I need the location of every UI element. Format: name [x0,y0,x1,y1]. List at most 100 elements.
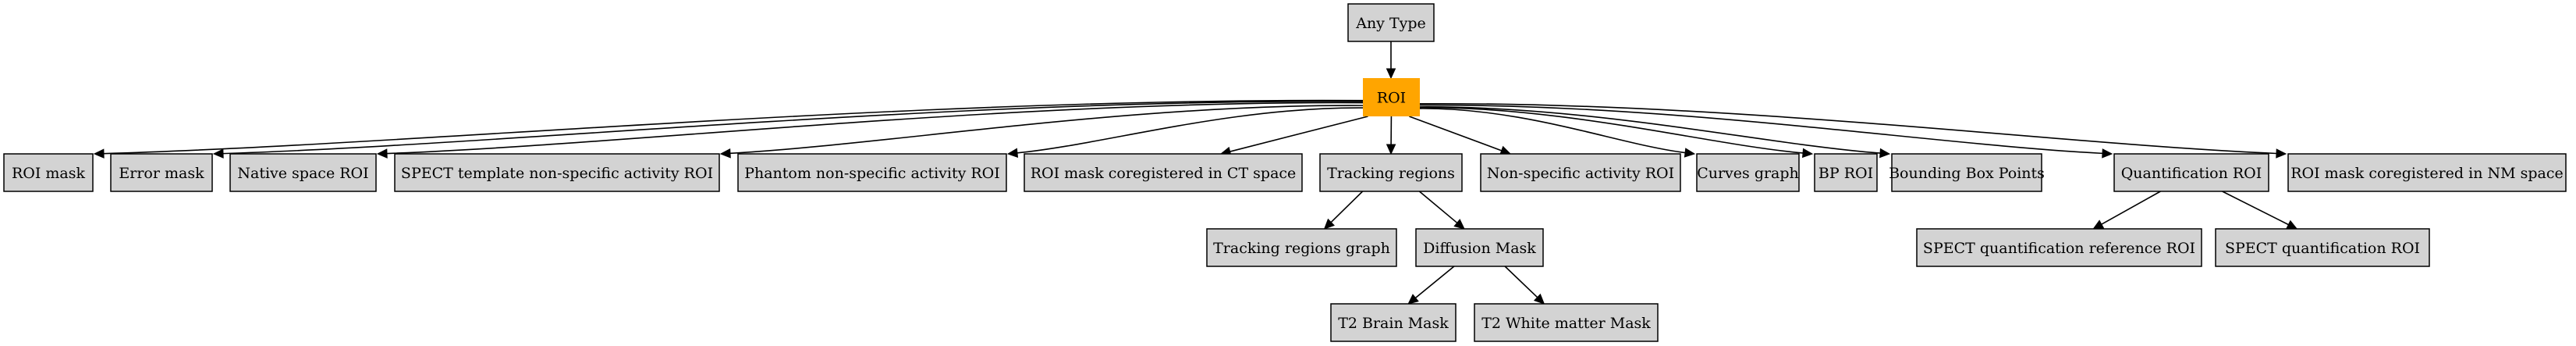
arrowhead [1323,218,1335,230]
node-box [1916,228,2202,267]
node-box [1814,153,1878,192]
node-tracking-regions[interactable]: Tracking regions [1319,153,1463,192]
node-phantom-nsa-roi[interactable]: Phantom non-specific activity ROI [737,153,1007,192]
node-box [2215,228,2430,267]
node-tracking-regions-graph[interactable]: Tracking regions graph [1206,228,1397,267]
node-label: Error mask [119,165,204,182]
arrowhead [1453,219,1465,230]
edge-any-type-to-roi [1386,41,1396,80]
node-quantification-roi[interactable]: Quantification ROI [2113,153,2269,192]
edge-tracking-regions-to-tracking-regions-graph [1323,191,1364,230]
node-box [1415,228,1544,267]
node-box [394,153,720,192]
node-box [1347,3,1435,42]
edge-roi-to-roi-mask [93,99,1364,159]
node-spect-template-nsa-roi[interactable]: SPECT template non-specific activity ROI [394,153,720,192]
node-t2-brain-mask[interactable]: T2 Brain Mask [1330,303,1457,342]
node-label: Bounding Box Points [1889,165,2045,182]
node-box [1363,78,1420,116]
edge-roi-to-bp-roi [1419,106,1814,159]
node-roi-mask[interactable]: ROI mask [3,153,94,192]
node-spect-quant-ref-roi[interactable]: SPECT quantification reference ROI [1916,228,2202,267]
arrowhead [2102,148,2113,159]
node-nsa-roi[interactable]: Non-specific activity ROI [1480,153,1681,192]
node-native-space-roi[interactable]: Native space ROI [229,153,377,192]
node-label: T2 White matter Mask [1481,315,1651,332]
node-roi[interactable]: ROI [1363,78,1420,116]
arrowhead [1006,148,1019,159]
node-box [2287,153,2567,192]
node-label: Curves graph [1697,165,1799,182]
edge-roi-to-phantom-nsa-roi [1006,107,1364,159]
edge-roi-to-spect-template-nsa-roi [719,105,1364,159]
node-t2-white-matter-mask[interactable]: T2 White matter Mask [1474,303,1659,342]
edge-roi-to-roi-mask-nm [1419,102,2287,159]
arrowhead [2276,148,2287,159]
node-spect-quant-roi[interactable]: SPECT quantification ROI [2215,228,2430,267]
node-box [2113,153,2269,192]
arrowhead [2286,219,2298,230]
node-label: ROI mask coregistered in NM space [2290,165,2563,182]
edge-quantification-roi-to-spect-quant-ref-roi [2092,191,2161,230]
node-label: ROI mask [12,165,86,182]
edge-roi-to-nsa-roi [1409,116,1512,155]
node-label: T2 Brain Mask [1338,315,1449,332]
arrowhead [93,148,105,159]
node-label: Phantom non-specific activity ROI [744,165,1000,182]
edges-layer [93,41,2298,305]
arrowhead [376,148,388,159]
node-diffusion-mask[interactable]: Diffusion Mask [1415,228,1544,267]
node-curves-graph[interactable]: Curves graph [1696,153,1800,192]
node-box [1891,153,2042,192]
node-box [1319,153,1463,192]
edge-roi-to-curves-graph [1419,108,1696,158]
node-label: SPECT template non-specific activity ROI [401,165,713,182]
node-label: Diffusion Mask [1423,240,1536,257]
node-box [1206,228,1397,267]
node-label: Tracking regions graph [1213,240,1390,257]
edge-diffusion-mask-to-t2-white-matter-mask [1504,266,1545,305]
arrowhead [1684,148,1696,158]
node-label: Native space ROI [237,165,368,182]
node-box [737,153,1007,192]
edge-roi-to-native-space-roi [376,102,1364,159]
node-roi-mask-ct[interactable]: ROI mask coregistered in CT space [1024,153,1303,192]
node-any-type[interactable]: Any Type [1347,3,1435,42]
arrowhead [2092,219,2105,230]
node-label: Quantification ROI [2121,165,2262,182]
node-label: SPECT quantification reference ROI [1923,240,2195,257]
arrowhead [212,148,224,159]
node-label: BP ROI [1818,165,1873,182]
node-roi-mask-nm[interactable]: ROI mask coregistered in NM space [2287,153,2567,192]
edge-roi-to-error-mask [212,100,1364,159]
node-label: ROI mask coregistered in CT space [1031,165,1297,182]
arrowhead [719,148,731,159]
arrowhead [1386,144,1396,155]
node-box [1330,303,1457,342]
edge-quantification-roi-to-spect-quant-roi [2222,191,2298,230]
node-box [3,153,94,192]
arrowhead [1407,294,1419,305]
node-bounding-box-points[interactable]: Bounding Box Points [1889,153,2045,192]
arrowhead [1533,293,1545,305]
node-label: Non-specific activity ROI [1487,165,1674,182]
arrowhead [1386,68,1396,80]
node-box [1024,153,1303,192]
node-bp-roi[interactable]: BP ROI [1814,153,1878,192]
node-box [1480,153,1681,192]
arrowhead [1801,148,1814,159]
node-box [110,153,213,192]
edge-roi-to-roi-mask-ct [1219,116,1368,157]
arrowhead [1879,148,1891,159]
edge-roi-to-quantification-roi [1419,104,2113,159]
node-box [1474,303,1659,342]
edge-tracking-regions-to-diffusion-mask [1418,191,1465,230]
node-label: SPECT quantification ROI [2225,240,2420,257]
edge-roi-to-bounding-box-points [1419,106,1891,159]
node-error-mask[interactable]: Error mask [110,153,213,192]
node-label: Any Type [1355,15,1426,32]
edge-diffusion-mask-to-t2-brain-mask [1407,266,1455,305]
node-box [229,153,377,192]
